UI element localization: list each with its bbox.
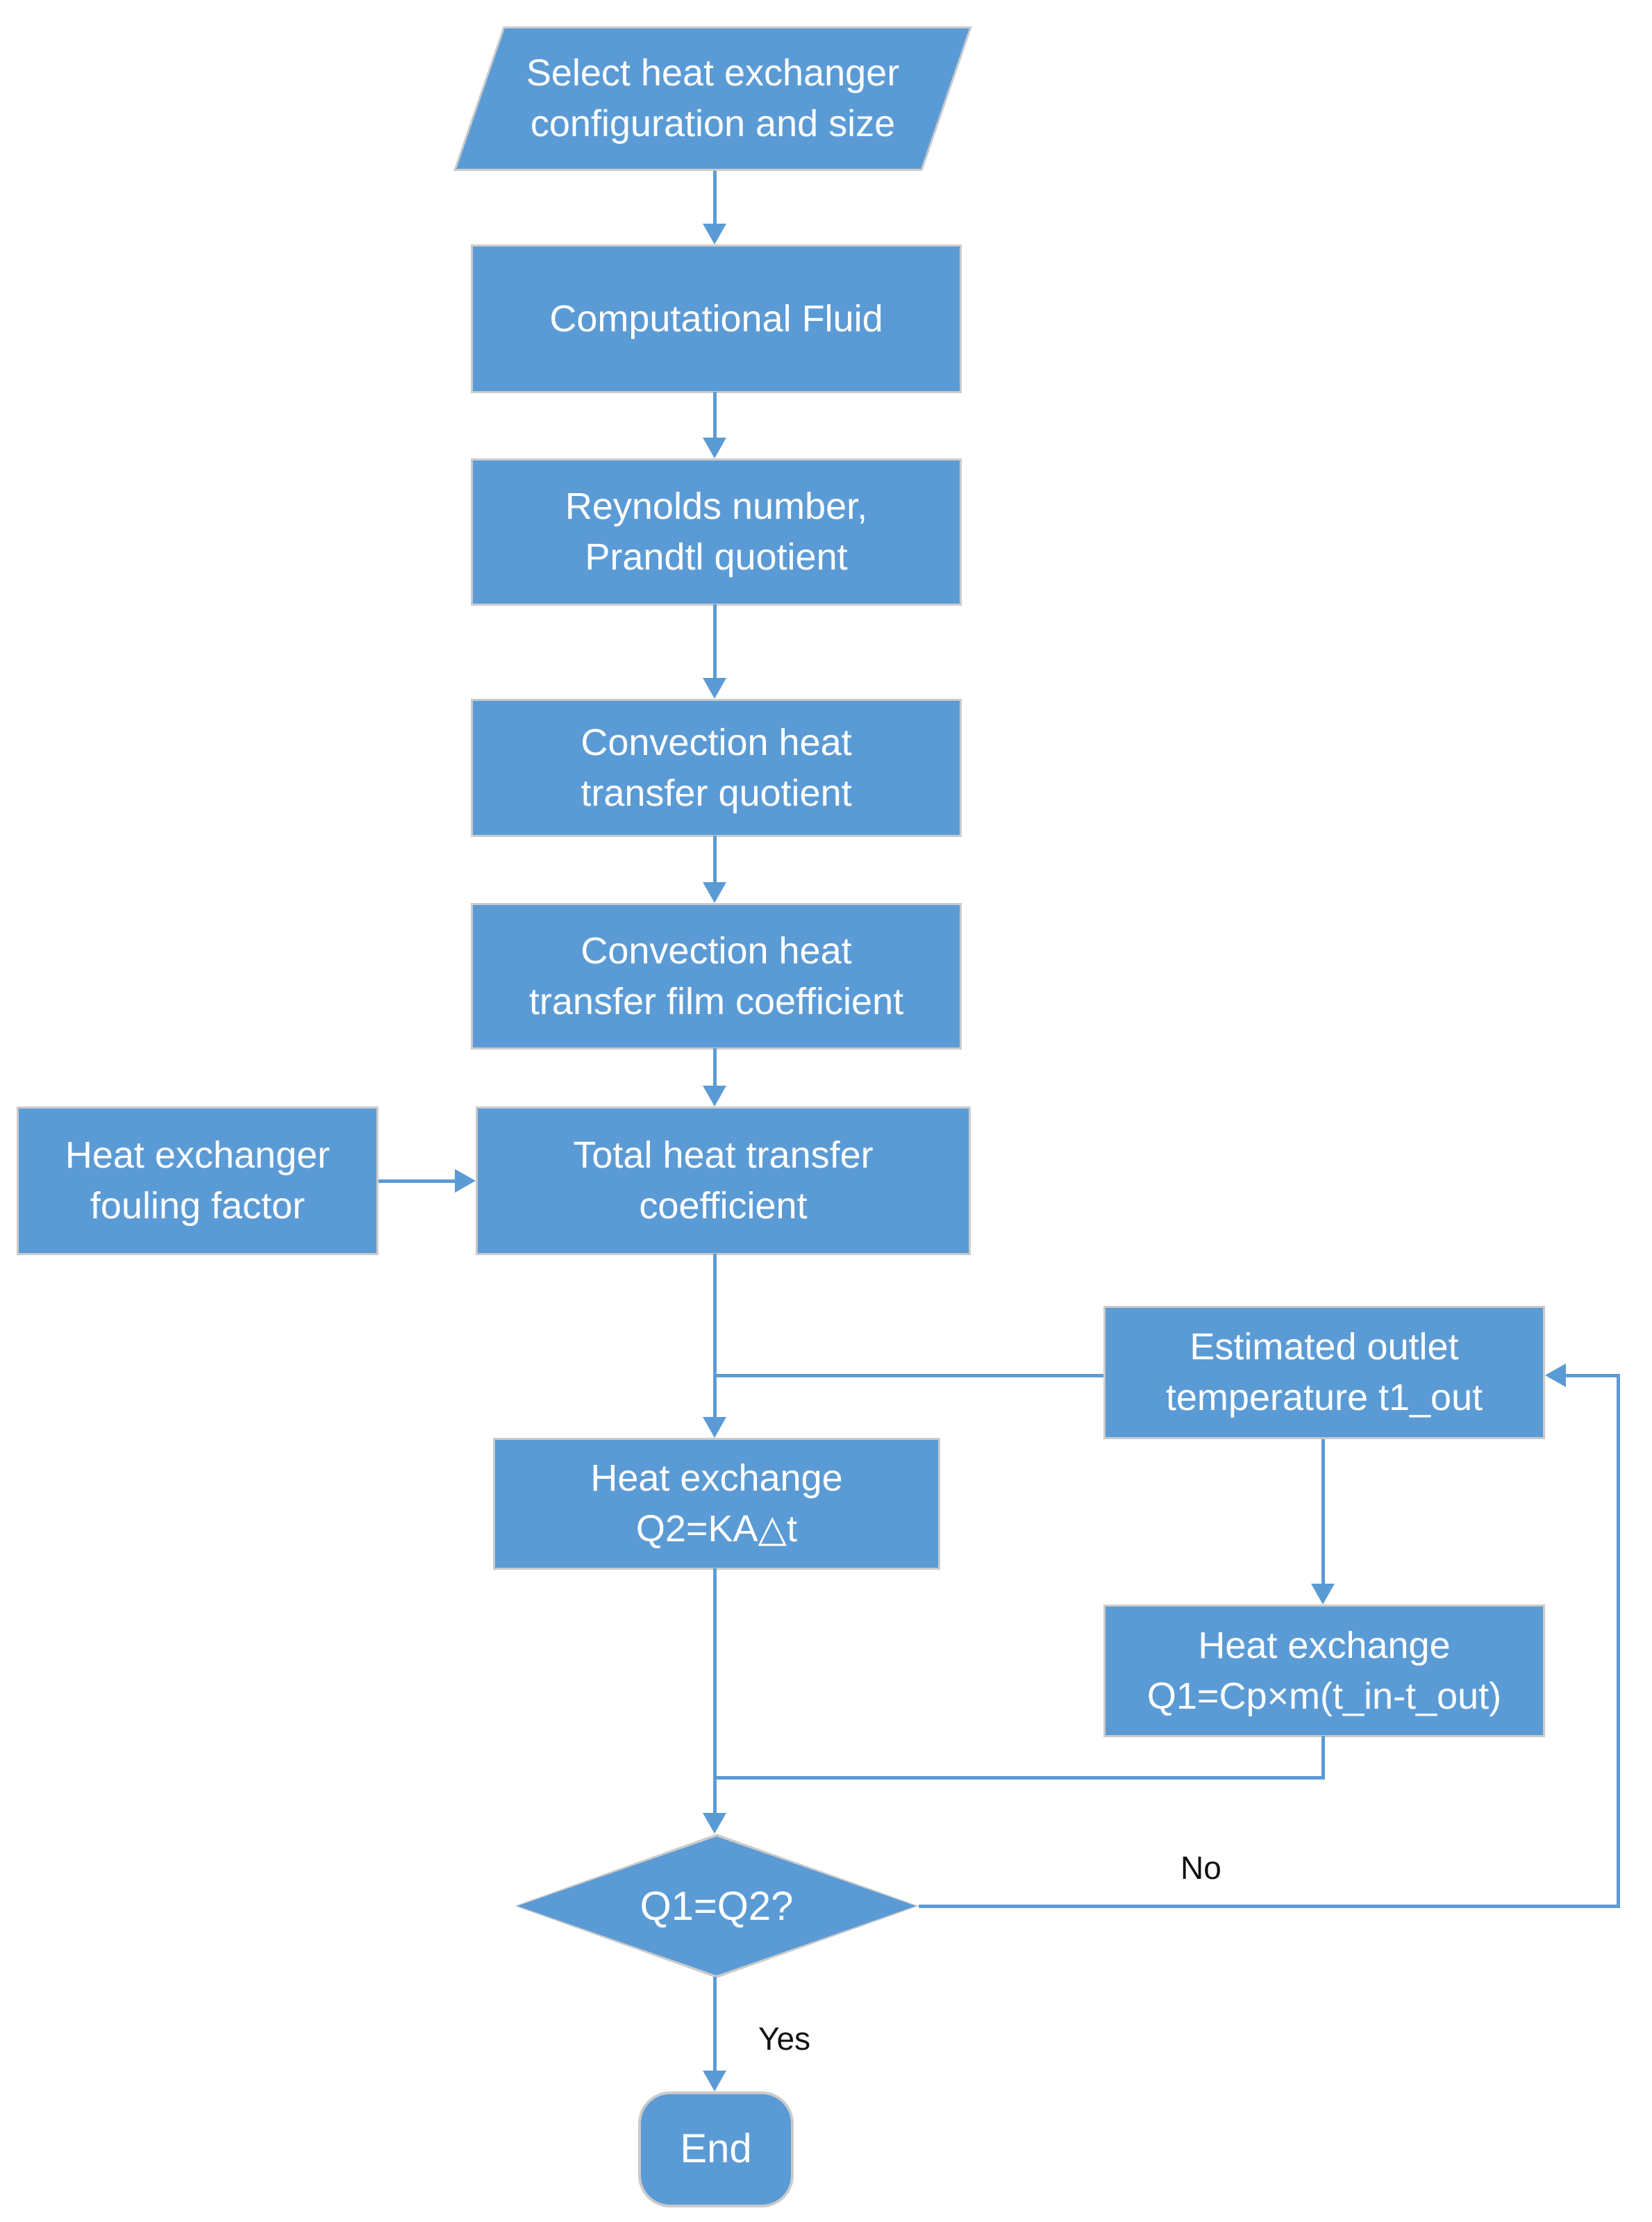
node-total-heat-transfer-coefficient: Total heat transfer coefficient	[476, 1106, 971, 1255]
edge-label-yes: Yes	[758, 2021, 811, 2057]
arrowhead-into-film	[703, 882, 726, 903]
connector-cfd-to-reynolds	[713, 392, 717, 439]
node-heat-exchange-q1-label: Heat exchange Q1=Cp×m(t_in-t_out)	[1146, 1624, 1502, 1717]
connector-total-to-q2	[713, 1254, 717, 1418]
node-end: End	[638, 2091, 794, 2207]
node-convection-film-coefficient: Convection heat transfer film coefficien…	[471, 903, 962, 1050]
arrowhead-into-quotient	[703, 678, 726, 699]
arrowhead-into-end	[703, 2071, 726, 2091]
decision-diamond: Q1=Q2?	[515, 1834, 919, 1978]
connector-decision-to-end	[713, 1977, 717, 2072]
node-estimated-outlet-temperature: Estimated outlet temperature t1_out	[1103, 1306, 1545, 1439]
node-heat-exchange-q2: Heat exchange Q2=KA△t	[493, 1438, 940, 1570]
arrowhead-into-estimated	[1545, 1363, 1566, 1387]
connector-no-vertical	[1617, 1374, 1620, 1907]
node-estimated-outlet-temperature-label: Estimated outlet temperature t1_out	[1165, 1326, 1483, 1418]
node-convection-quotient-label: Convection heat transfer quotient	[581, 721, 852, 814]
node-heat-exchange-q1: Heat exchange Q1=Cp×m(t_in-t_out)	[1103, 1605, 1545, 1737]
node-convection-quotient: Convection heat transfer quotient	[471, 699, 962, 837]
connector-reynolds-to-quotient	[713, 604, 717, 679]
node-reynolds-prandtl: Reynolds number, Prandtl quotient	[471, 458, 962, 606]
connector-film-to-total	[713, 1048, 717, 1087]
node-computational-fluid: Computational Fluid	[471, 244, 962, 393]
connector-q2-to-decision	[713, 1568, 717, 1814]
node-reynolds-prandtl-label: Reynolds number, Prandtl quotient	[565, 486, 868, 578]
connector-estimated-to-q1	[1321, 1439, 1325, 1585]
node-select-configuration-label: Select heat exchanger configuration and …	[526, 52, 900, 144]
arrowhead-into-total-left	[455, 1169, 476, 1193]
connector-branch-to-estimated	[715, 1374, 1103, 1377]
node-total-heat-transfer-coefficient-label: Total heat transfer coefficient	[573, 1134, 874, 1227]
node-convection-film-coefficient-label: Convection heat transfer film coefficien…	[528, 929, 904, 1022]
connector-q1-elbow-vertical	[1321, 1736, 1325, 1780]
node-end-label: End	[680, 2126, 752, 2172]
arrowhead-into-q2	[703, 1417, 726, 1438]
connector-no-return	[1566, 1374, 1620, 1377]
decision-diamond-label: Q1=Q2?	[640, 1883, 794, 1929]
connector-q1-elbow-horizontal	[715, 1776, 1323, 1780]
edge-label-no: No	[1180, 1850, 1221, 1886]
connector-no-horizontal	[919, 1905, 1620, 1908]
node-heat-exchange-q2-label: Heat exchange Q2=KA△t	[590, 1457, 843, 1550]
node-fouling-factor: Heat exchanger fouling factor	[17, 1106, 378, 1255]
arrowhead-into-cfd	[703, 224, 726, 244]
connector-quotient-to-film	[713, 836, 717, 884]
connector-fouling-to-total	[378, 1179, 456, 1183]
arrowhead-into-total	[703, 1086, 726, 1106]
node-select-configuration: Select heat exchanger configuration and …	[455, 26, 971, 171]
node-computational-fluid-label: Computational Fluid	[549, 297, 883, 340]
arrowhead-into-decision	[703, 1813, 726, 1834]
connector-select-to-cfd	[713, 171, 717, 225]
arrowhead-into-q1	[1311, 1584, 1335, 1605]
arrowhead-into-reynolds	[703, 438, 726, 458]
node-fouling-factor-label: Heat exchanger fouling factor	[65, 1134, 331, 1227]
